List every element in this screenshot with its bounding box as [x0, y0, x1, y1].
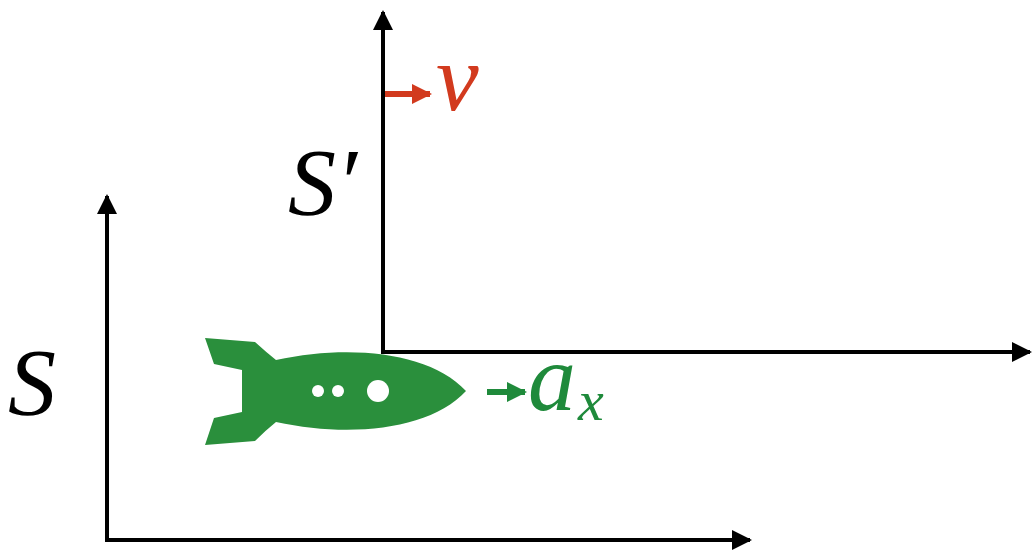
frame-label: S [8, 335, 56, 431]
acceleration-arrow [487, 389, 525, 395]
rocket-icon [205, 338, 466, 445]
frame-label: S′ [288, 135, 357, 231]
acceleration-label: a [528, 330, 576, 426]
velocity-arrow [385, 91, 430, 97]
subscript-label: x [578, 372, 604, 430]
velocity-label: v [436, 30, 479, 126]
frame-s-prime-axes [381, 12, 1030, 354]
frame-s-axes [105, 196, 750, 540]
